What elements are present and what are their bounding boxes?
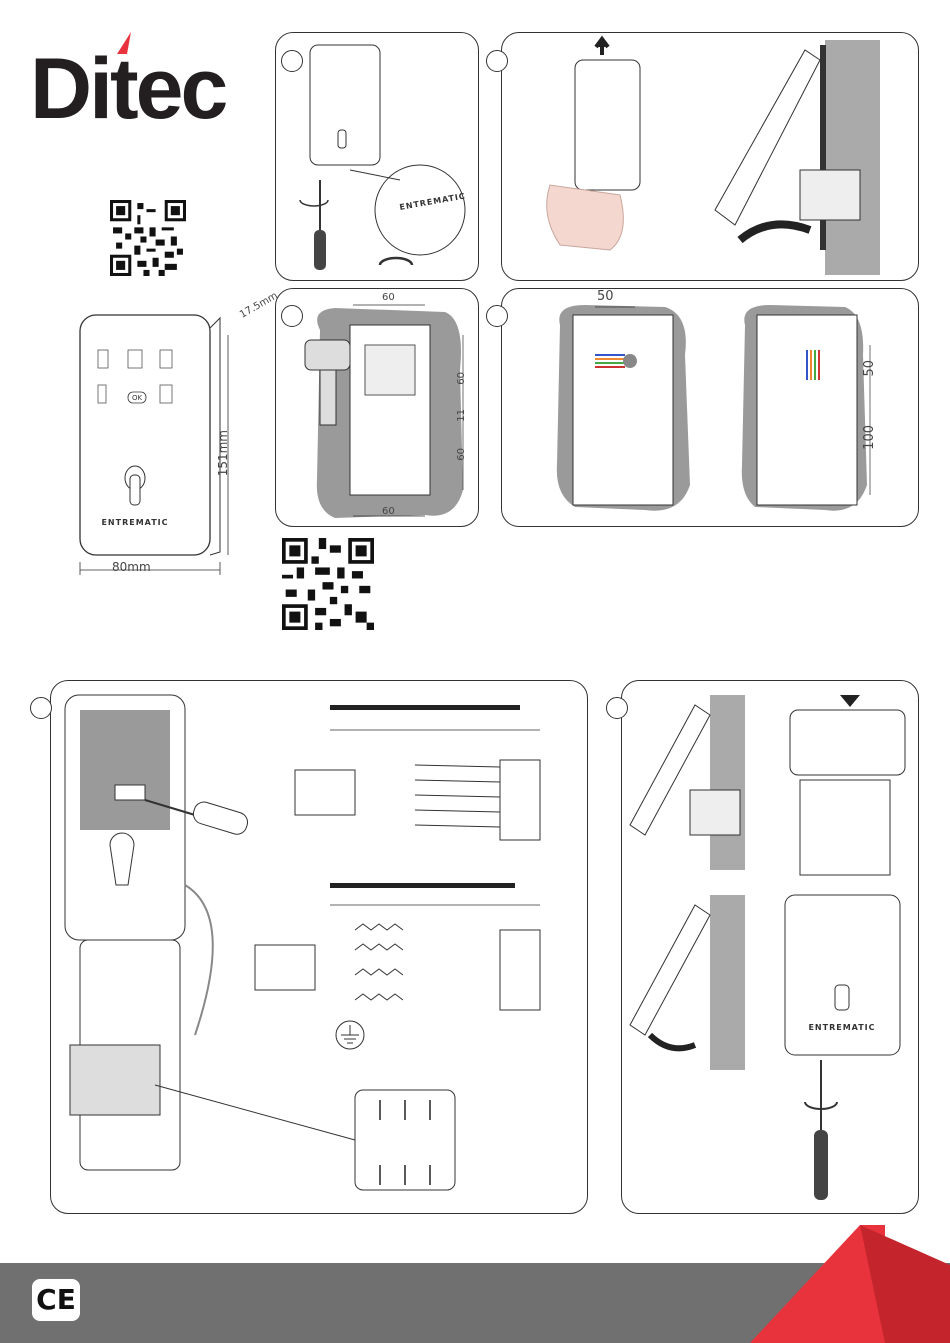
logo-flame-icon	[113, 30, 135, 56]
step-1-illustration: ENTREMATIC	[290, 40, 475, 275]
step-marker	[30, 697, 52, 719]
step-6-illustration: ENTREMATIC	[625, 690, 915, 1210]
step-marker	[486, 305, 508, 327]
screwdriver-icon	[814, 1060, 828, 1200]
step-4-illustration	[545, 295, 895, 520]
rotate-arrow-icon	[300, 200, 328, 206]
keypad-ok-label: OK	[132, 394, 143, 402]
qr-code-icon	[282, 538, 374, 630]
footer-accent-shape	[750, 1225, 950, 1343]
step-5-illustration	[55, 685, 580, 1205]
ground-icon	[336, 1021, 364, 1049]
step-3-illustration	[295, 290, 475, 525]
dim-mount-right-upper: 60	[456, 372, 467, 385]
dim-mount-right-lower: 60	[456, 448, 467, 461]
hand-icon	[547, 185, 624, 250]
product-label: ENTREMATIC	[101, 518, 168, 527]
dim-mount-top: 60	[382, 292, 395, 303]
product-label: ENTREMATIC	[808, 1023, 875, 1032]
dim-mount-bottom: 60	[382, 506, 395, 517]
step-marker	[486, 50, 508, 72]
dim-cable-top: 50	[597, 289, 614, 304]
down-arrow-icon	[840, 695, 860, 707]
step-2-illustration	[520, 35, 910, 275]
dim-width: 80mm	[112, 560, 151, 574]
ce-mark: CE	[32, 1279, 80, 1321]
dim-height: 151mm	[216, 430, 230, 476]
dim-mount-11: 11	[456, 409, 467, 422]
qr-code-icon	[110, 200, 186, 276]
up-arrow-icon	[596, 39, 608, 55]
screwdriver-icon	[314, 180, 326, 270]
dim-cable-side-100: 100	[862, 425, 877, 450]
dim-cable-side-50: 50	[862, 360, 877, 377]
keypad-front-view: OK ENTREMATIC	[70, 300, 270, 590]
